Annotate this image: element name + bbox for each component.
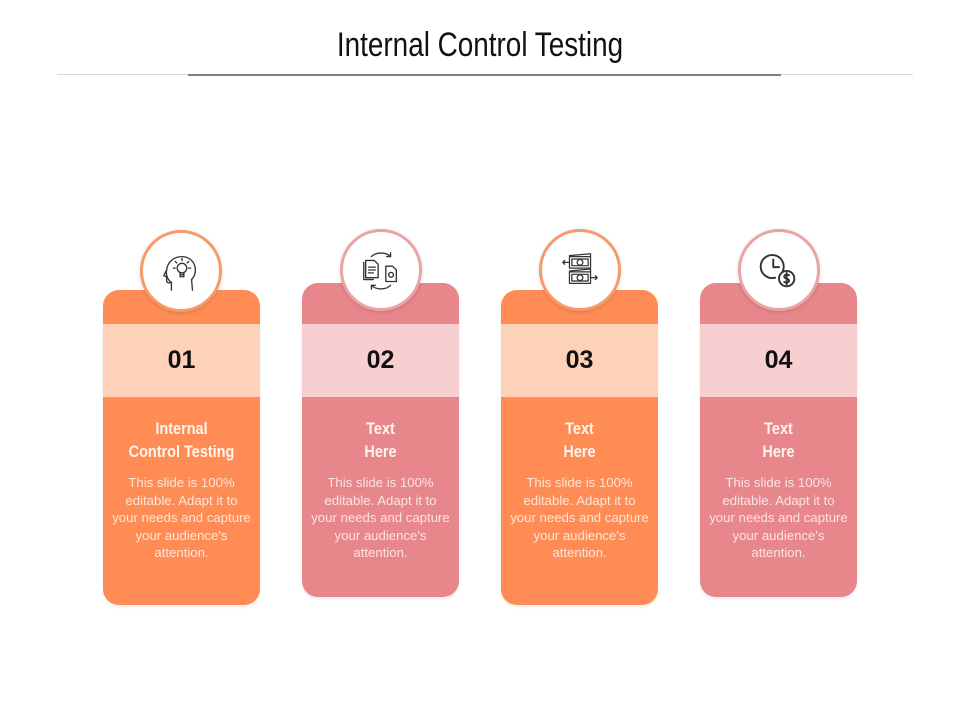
step-number: 03 <box>565 346 594 374</box>
card-description: This slide is 100% editable. Adapt it to… <box>510 475 649 560</box>
card-heading: Text Here <box>364 419 397 461</box>
card-heading: Internal Control Testing <box>128 419 235 461</box>
step-card-01: 01 Internal Control Testing This slide i… <box>103 290 260 605</box>
icon-circle-03 <box>539 229 621 311</box>
number-band: 03 <box>501 324 658 397</box>
icon-circle-04 <box>738 229 820 311</box>
card-heading: Text Here <box>762 419 795 461</box>
step-card-03: 03 Text Here This slide is 100% editable… <box>501 290 658 605</box>
card-body: Text Here This slide is 100% editable. A… <box>700 397 857 597</box>
step-number: 02 <box>366 346 395 374</box>
card-description: This slide is 100% editable. Adapt it to… <box>311 475 450 560</box>
icon-circle-02 <box>340 229 422 311</box>
step-card-04: 04 Text Here This slide is 100% editable… <box>700 283 857 597</box>
title-divider-dark <box>188 74 781 76</box>
head-lightbulb-icon <box>163 255 197 291</box>
icon-circle-01 <box>140 230 222 312</box>
slide-title: Internal Control Testing <box>336 26 624 64</box>
number-band: 01 <box>103 324 260 397</box>
money-transfer-icon <box>562 253 598 285</box>
clock-dollar-icon <box>759 254 796 288</box>
step-number: 04 <box>764 346 793 374</box>
card-description: This slide is 100% editable. Adapt it to… <box>112 475 251 560</box>
card-body: Internal Control Testing This slide is 1… <box>103 397 260 605</box>
card-description: This slide is 100% editable. Adapt it to… <box>709 475 848 560</box>
number-band: 02 <box>302 324 459 397</box>
number-band: 04 <box>700 324 857 397</box>
step-number: 01 <box>167 346 196 374</box>
card-body: Text Here This slide is 100% editable. A… <box>302 397 459 597</box>
card-body: Text Here This slide is 100% editable. A… <box>501 397 658 605</box>
step-card-02: 02 Text Here This slide is 100% editable… <box>302 283 459 597</box>
document-exchange-icon <box>363 252 398 290</box>
card-heading: Text Here <box>563 419 596 461</box>
